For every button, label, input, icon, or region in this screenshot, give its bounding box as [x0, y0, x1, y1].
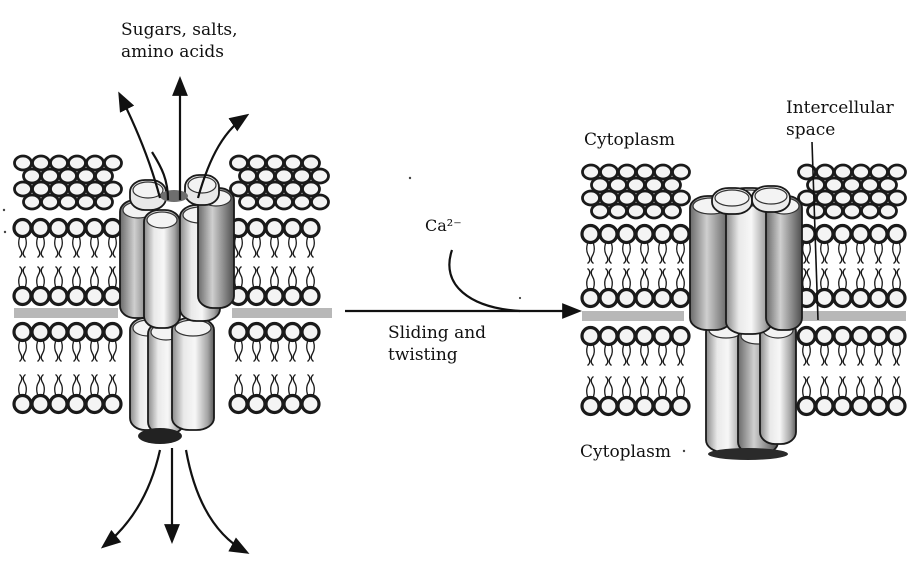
subunit-top-cap-2 — [185, 175, 219, 205]
efflux-arrows-bottom — [104, 448, 246, 552]
subunit-upper-4 — [198, 188, 234, 308]
transported-substances-label: Sugars, salts, amino acids — [121, 19, 238, 63]
subunit-top-cap-2 — [752, 186, 790, 212]
closed-channel-connexon — [690, 186, 802, 460]
channel-bottom-shadow — [138, 428, 182, 444]
subunit-lower-3 — [760, 320, 796, 444]
subunit-upper-3 — [766, 196, 802, 330]
subunit-upper-2 — [144, 210, 180, 328]
channel-bottom-shadow — [708, 448, 788, 460]
transition-arrow — [345, 250, 578, 311]
subunit-top-cap-1 — [712, 188, 752, 214]
open-pore — [160, 190, 188, 202]
calcium-label: Ca²⁻ — [425, 215, 462, 237]
process-label: Sliding and twisting — [388, 322, 486, 366]
intercellular-space-label: Intercellular space — [786, 97, 894, 141]
cytoplasm-bottom-label: Cytoplasm — [580, 441, 671, 463]
subunit-lower-3 — [172, 318, 214, 430]
open-channel-connexon — [120, 175, 234, 444]
cytoplasm-top-label: Cytoplasm — [584, 129, 675, 151]
